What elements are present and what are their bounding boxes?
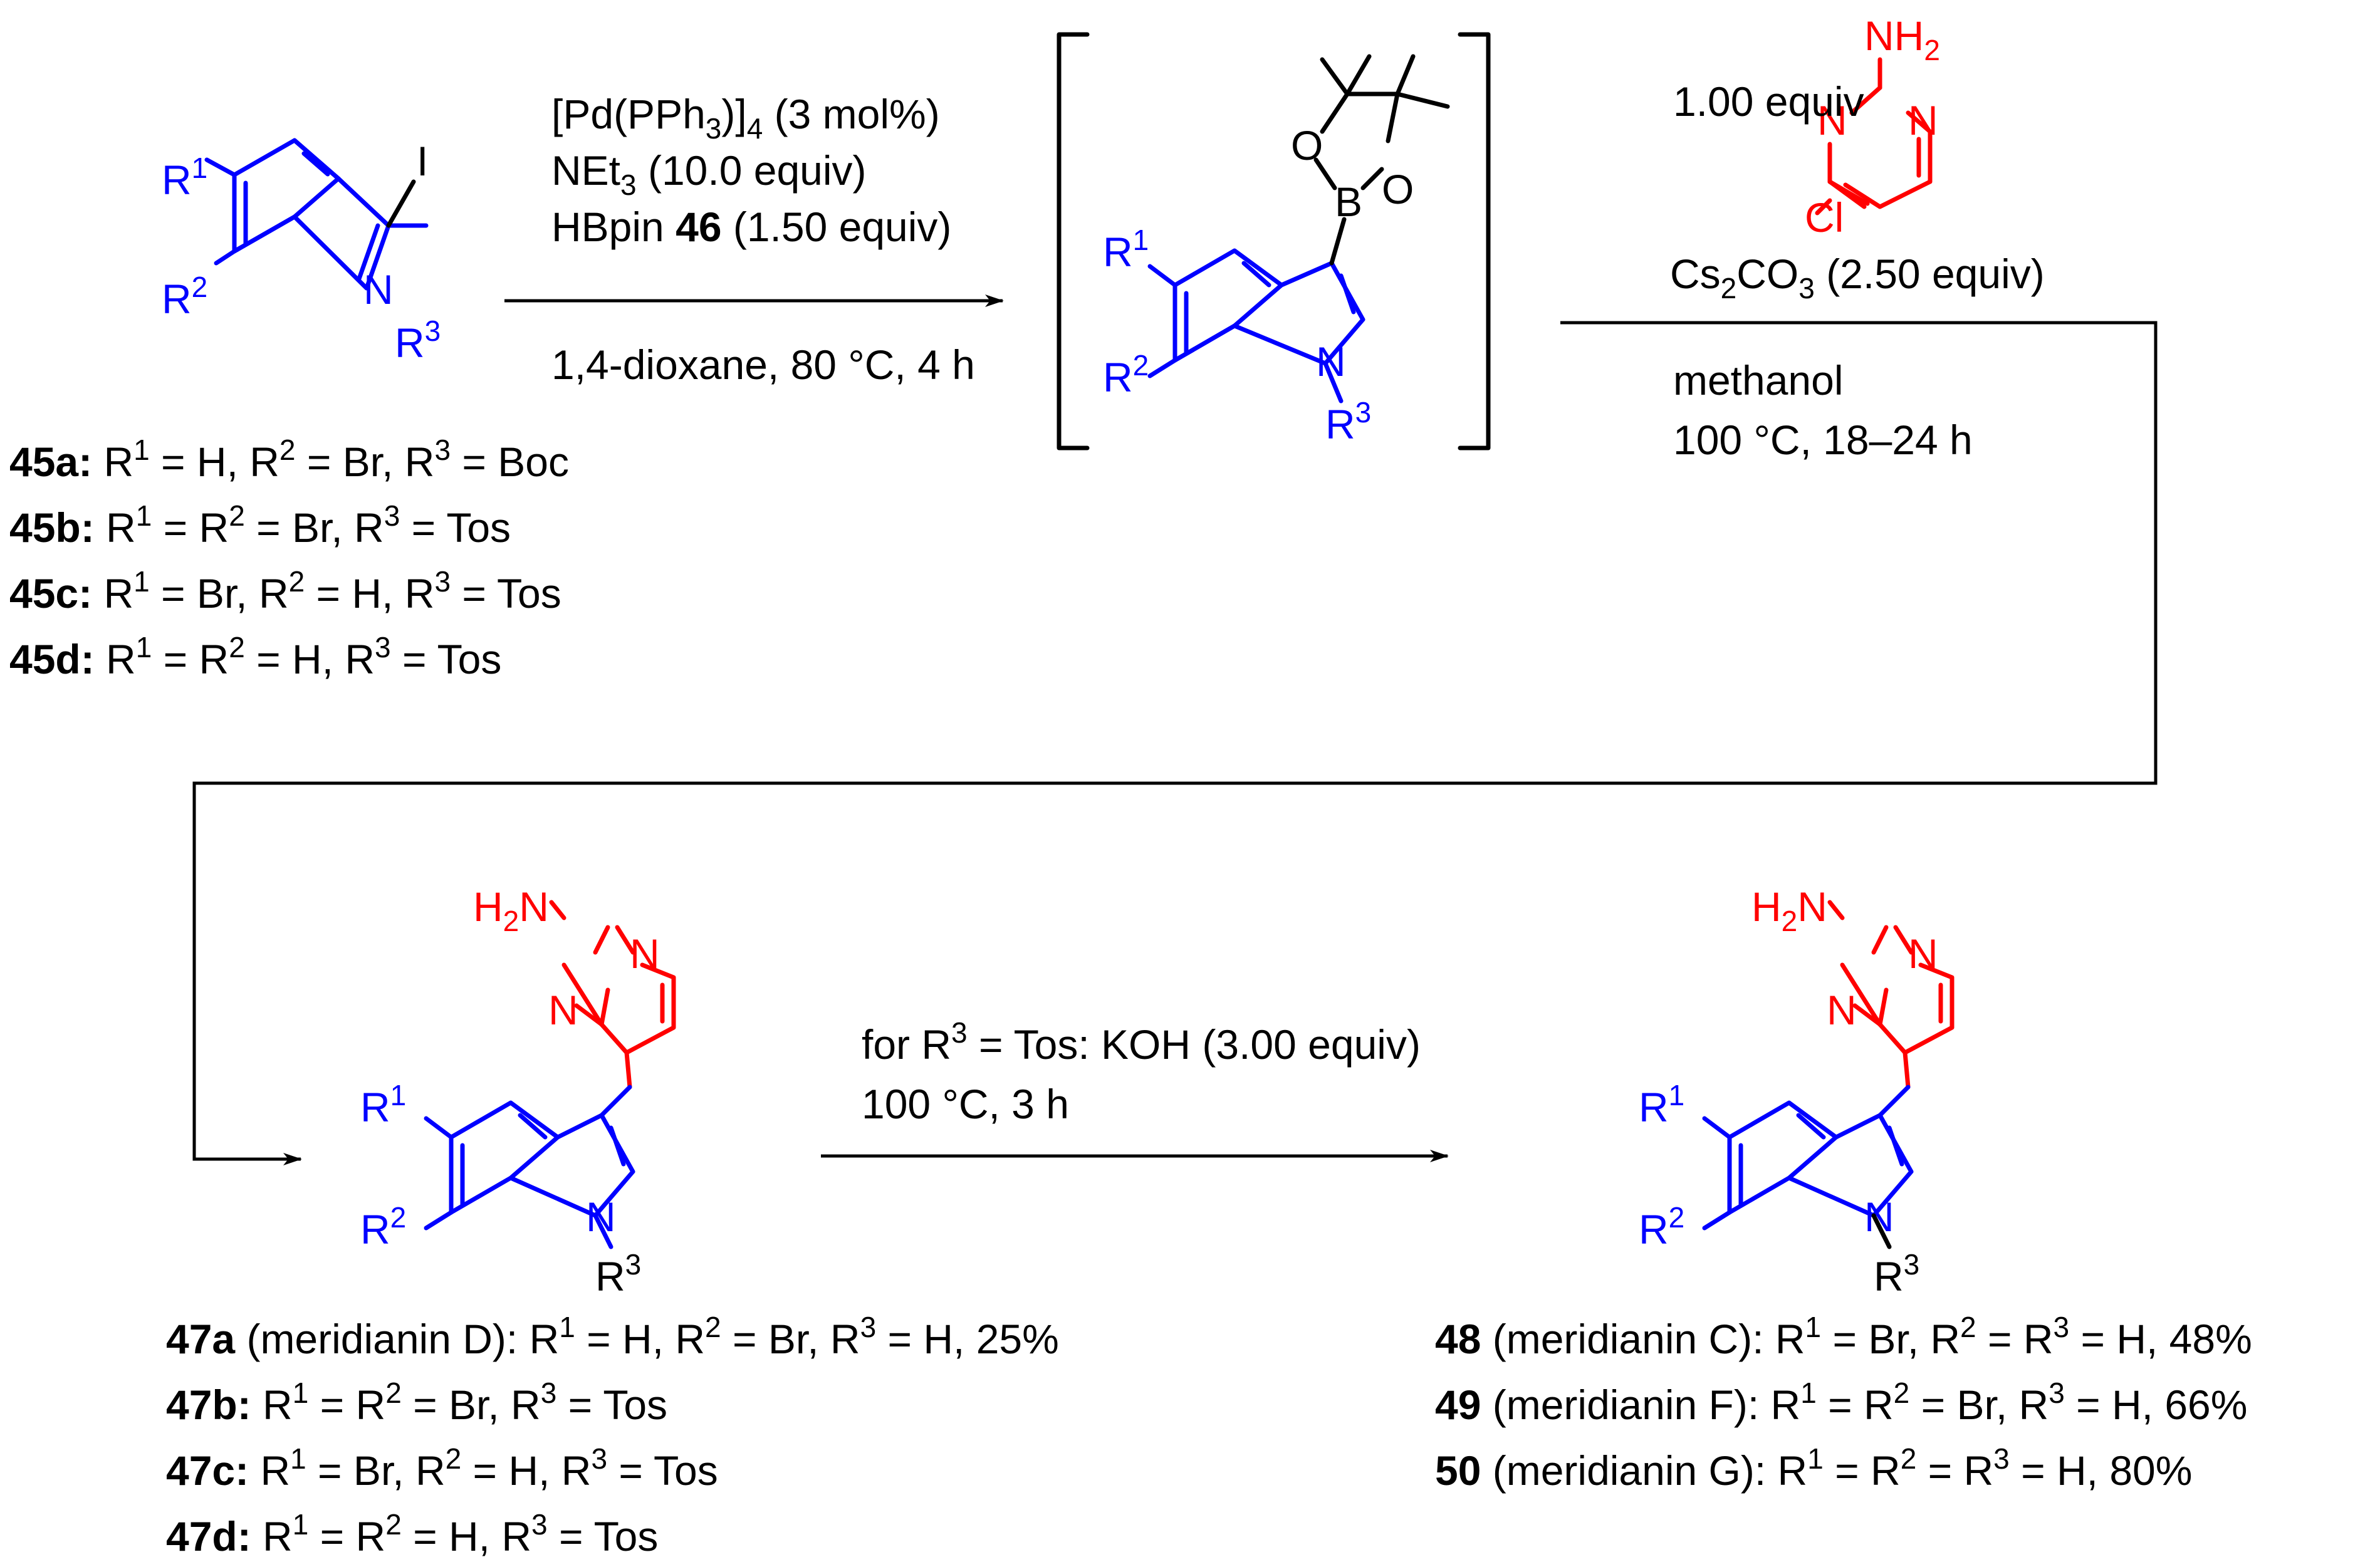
boronate-intermediate-structure: B O O N R1 R2 R3 bbox=[1103, 54, 1450, 447]
bracket-left bbox=[1057, 32, 1090, 450]
step2-arrow bbox=[192, 321, 2158, 1165]
r3-label: R3 bbox=[595, 1248, 641, 1299]
pyrimidine-nitrogen-right: N bbox=[1908, 930, 1938, 977]
list-item-47d: 47d: R1 = R2 = H, R3 = Tos bbox=[166, 1508, 658, 1559]
r1-label: R1 bbox=[1639, 1079, 1684, 1130]
r1-label: R1 bbox=[360, 1079, 406, 1130]
list-item-47a: 47a (meridianin D): R1 = H, R2 = Br, R3 … bbox=[166, 1311, 1059, 1362]
list-item-50: 50 (meridianin G): R1 = R2 = R3 = H, 80% bbox=[1435, 1442, 2192, 1494]
step2-temperature: 100 °C, 18–24 h bbox=[1673, 417, 1973, 463]
amine-group: H2N bbox=[473, 883, 549, 937]
indole-nitrogen: N bbox=[1316, 338, 1346, 385]
r2-label: R2 bbox=[1103, 349, 1149, 400]
pyrimidine-nitrogen-left: N bbox=[1827, 987, 1857, 1033]
r3-label: R3 bbox=[1325, 396, 1371, 447]
amine-group: H2N bbox=[1751, 883, 1827, 937]
oxygen-atom-right: O bbox=[1382, 166, 1414, 212]
step3-reagent: for R3 = Tos: KOH (3.00 equiv) bbox=[862, 1016, 1421, 1068]
list-item-49: 49 (meridianin F): R1 = R2 = Br, R3 = H,… bbox=[1435, 1377, 2247, 1428]
step2-equiv: 1.00 equiv bbox=[1673, 78, 1864, 125]
compound-47-structure: H2N N N N R1 R2 R3 bbox=[360, 883, 676, 1299]
boron-atom: B bbox=[1335, 179, 1362, 225]
list-item-45c: 45c: R1 = Br, R2 = H, R3 = Tos bbox=[9, 565, 561, 617]
compound-47-list: 47a (meridianin D): R1 = H, R2 = Br, R3 … bbox=[166, 1311, 1059, 1559]
bracket-right bbox=[1458, 32, 1491, 450]
compound-45-structure: I N R1 R2 R3 bbox=[162, 138, 441, 366]
step3-temperature: 100 °C, 3 h bbox=[862, 1081, 1069, 1127]
chloropyrimidine-reagent: NH2 N N Cl bbox=[1805, 13, 1940, 241]
step1-catalyst: [Pd(PPh3)]4 (3 mol%) bbox=[551, 91, 940, 145]
pyrimidine-nitrogen-left: N bbox=[1817, 97, 1847, 143]
step1-base: NEt3 (10.0 equiv) bbox=[551, 147, 867, 201]
r3-label: R3 bbox=[395, 315, 441, 366]
compound-45-list: 45a: R1 = H, R2 = Br, R3 = Boc 45b: R1 =… bbox=[9, 434, 569, 682]
oxygen-atom-left: O bbox=[1291, 122, 1323, 169]
indole-nitrogen: N bbox=[363, 266, 394, 313]
pyrimidine-nitrogen-right: N bbox=[1908, 97, 1938, 143]
step1-conditions: [Pd(PPh3)]4 (3 mol%) NEt3 (10.0 equiv) H… bbox=[551, 91, 975, 388]
r2-label: R2 bbox=[162, 271, 207, 322]
list-item-45a: 45a: R1 = H, R2 = Br, R3 = Boc bbox=[9, 434, 569, 485]
r2-label: R2 bbox=[360, 1201, 406, 1252]
step3-conditions: for R3 = Tos: KOH (3.00 equiv) 100 °C, 3… bbox=[862, 1016, 1421, 1127]
indole-nitrogen: N bbox=[586, 1194, 616, 1240]
list-item-48: 48 (meridianin C): R1 = Br, R2 = R3 = H,… bbox=[1435, 1311, 2252, 1362]
pyrimidine-nitrogen-left: N bbox=[548, 987, 578, 1033]
pyrimidine-nitrogen-right: N bbox=[630, 930, 660, 977]
list-item-45d: 45d: R1 = R2 = H, R3 = Tos bbox=[9, 631, 501, 682]
indole-nitrogen: N bbox=[1864, 1194, 1894, 1240]
list-item-45b: 45b: R1 = R2 = Br, R3 = Tos bbox=[9, 499, 511, 551]
compound-48-50-list: 48 (meridianin C): R1 = Br, R2 = R3 = H,… bbox=[1435, 1311, 2252, 1494]
compound-48-50-structure: H2N N N N R1 R2 R3 bbox=[1639, 883, 1955, 1299]
list-item-47b: 47b: R1 = R2 = Br, R3 = Tos bbox=[166, 1377, 667, 1428]
step1-borane: HBpin 46 (1.50 equiv) bbox=[551, 204, 951, 250]
r1-label: R1 bbox=[1103, 224, 1149, 275]
step2-base: Cs2CO3 (2.50 equiv) bbox=[1670, 251, 2045, 305]
step2-solvent: methanol bbox=[1673, 357, 1844, 404]
list-item-47c: 47c: R1 = Br, R2 = H, R3 = Tos bbox=[166, 1442, 718, 1494]
chlorine-atom: Cl bbox=[1805, 194, 1844, 241]
step2-conditions: 1.00 equiv Cs2CO3 (2.50 equiv) methanol … bbox=[1670, 78, 2045, 463]
r2-label: R2 bbox=[1639, 1201, 1684, 1252]
r1-label: R1 bbox=[162, 152, 207, 203]
amine-group: NH2 bbox=[1864, 13, 1940, 66]
step1-solvent: 1,4-dioxane, 80 °C, 4 h bbox=[551, 341, 975, 388]
r3-label: R3 bbox=[1874, 1248, 1919, 1299]
iodine-atom: I bbox=[417, 138, 428, 184]
